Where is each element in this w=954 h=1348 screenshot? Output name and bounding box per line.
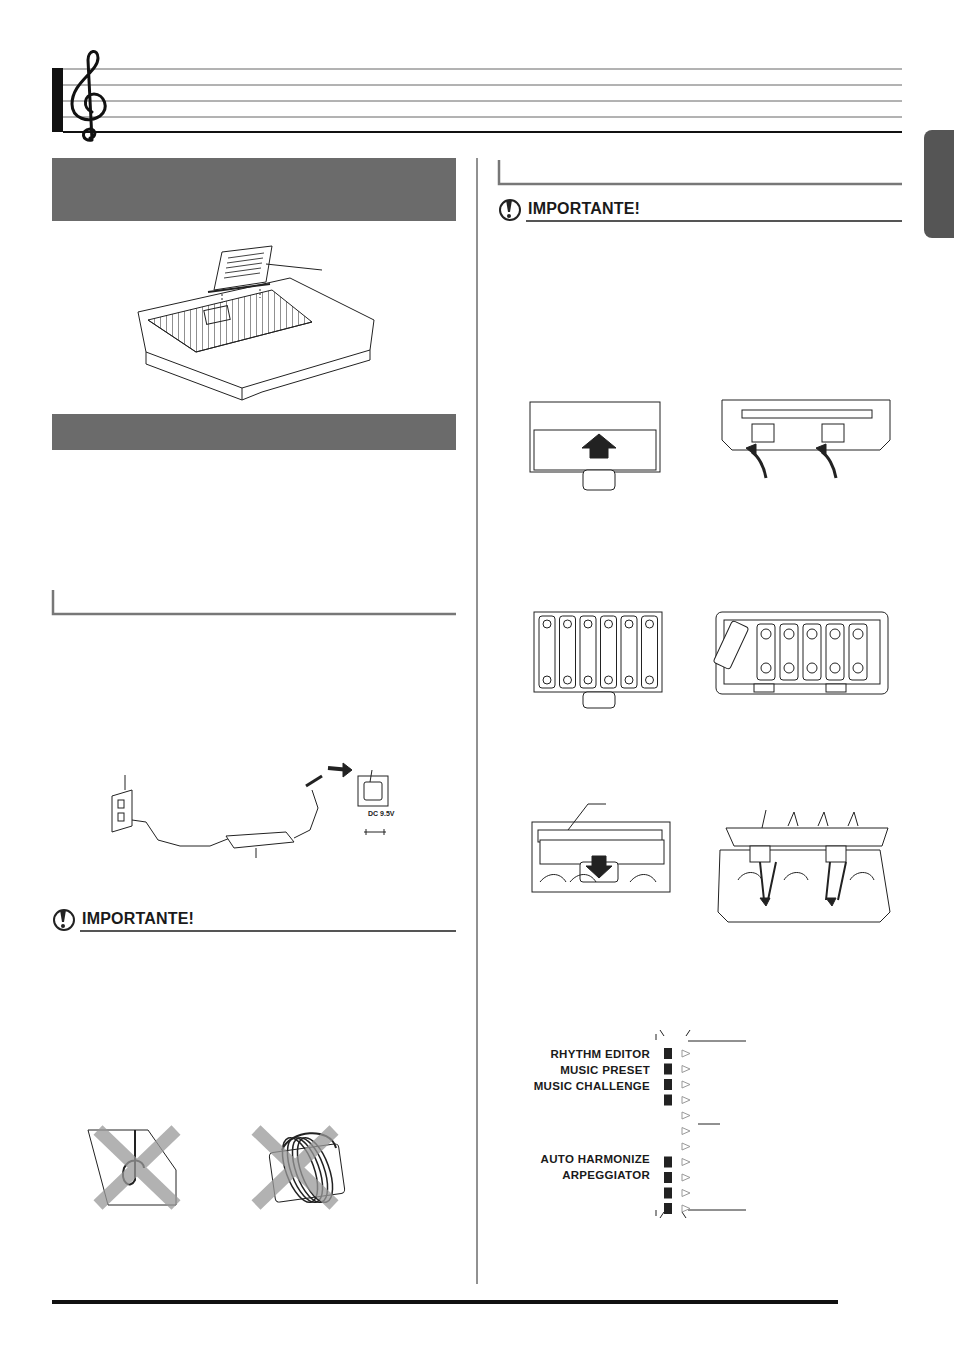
polarity-mark: [761, 663, 771, 673]
polarity-mark: [584, 676, 592, 684]
polarity-mark: [625, 620, 633, 628]
indicator-arrow: [682, 1205, 690, 1212]
polarity-mark: [605, 676, 613, 684]
battery-cell: [621, 616, 637, 688]
polarity-mark: [853, 629, 863, 639]
polarity-mark: [584, 620, 592, 628]
battery-cells: [539, 616, 867, 688]
keyboard-illustration: [138, 246, 374, 400]
indicator-square: [664, 1095, 672, 1106]
indicator-panel: [656, 1030, 746, 1218]
indicator-square: [664, 1172, 672, 1183]
indicator-marks: [664, 1048, 690, 1214]
indicator-arrow: [682, 1066, 690, 1073]
mode-label: AUTO HARMONIZE: [541, 1153, 650, 1165]
battery-cell: [780, 624, 798, 680]
battery-cell: [826, 624, 844, 680]
indicator-square: [664, 1064, 672, 1075]
subheading-rule: [499, 160, 902, 184]
indicator-arrow: [682, 1097, 690, 1104]
indicator-arrow: [682, 1128, 690, 1135]
battery-cell: [580, 616, 596, 688]
polarity-mark: [543, 676, 551, 684]
indicator-arrow: [682, 1050, 690, 1057]
polarity-mark: [646, 676, 654, 684]
polarity-mark: [564, 676, 572, 684]
battery-cover-illustration: [530, 400, 890, 922]
indicator-arrow: [682, 1174, 690, 1181]
section-tab: [924, 130, 954, 238]
polarity-mark: [830, 629, 840, 639]
indicator-square: [664, 1188, 672, 1199]
indicator-arrow: [682, 1143, 690, 1150]
battery-cell: [757, 624, 775, 680]
polarity-mark: [784, 629, 794, 639]
indicator-square: [664, 1079, 672, 1090]
mode-label: MUSIC CHALLENGE: [534, 1080, 650, 1092]
mode-label: RHYTHM EDITOR: [550, 1048, 650, 1060]
important-heading: IMPORTANTE!: [528, 200, 640, 218]
battery-cell: [849, 624, 867, 680]
polarity-mark: [625, 676, 633, 684]
polarity-mark: [784, 663, 794, 673]
indicator-square: [664, 1157, 672, 1168]
indicator-square: [664, 1203, 672, 1214]
indicator-arrow: [682, 1159, 690, 1166]
footer-rule: [52, 1300, 838, 1304]
battery-cell: [803, 624, 821, 680]
heading-bar: [52, 158, 456, 221]
battery-cell: [560, 616, 576, 688]
battery-cell: [713, 620, 749, 669]
polarity-mark: [807, 629, 817, 639]
polarity-mark: [761, 629, 771, 639]
polarity-mark: [605, 620, 613, 628]
important-icon: [500, 200, 902, 221]
jack-label: DC 9.5V: [368, 810, 394, 817]
column-divider: [477, 158, 478, 1284]
battery-cell: [539, 616, 555, 688]
polarity-mark: [830, 663, 840, 673]
battery-cell: [642, 616, 658, 688]
staff-header: [52, 51, 902, 140]
polarity-mark: [564, 620, 572, 628]
important-heading: IMPORTANTE!: [82, 910, 194, 928]
polarity-mark: [646, 620, 654, 628]
cord-warning-illustration: [88, 1130, 345, 1207]
indicator-arrow: [682, 1112, 690, 1119]
polarity-mark: [807, 663, 817, 673]
polarity-mark: [853, 663, 863, 673]
battery-cell: [601, 616, 617, 688]
indicator-arrow: [682, 1081, 690, 1088]
mode-label: MUSIC PRESET: [560, 1064, 650, 1076]
indicator-arrow: [682, 1190, 690, 1197]
important-icon: [54, 910, 456, 931]
ac-adapter-illustration: [112, 763, 388, 858]
indicator-square: [664, 1048, 672, 1059]
polarity-mark: [543, 620, 551, 628]
heading-bar: [52, 414, 456, 450]
mode-label: ARPEGGIATOR: [562, 1169, 650, 1181]
subheading-rule: [53, 590, 456, 614]
